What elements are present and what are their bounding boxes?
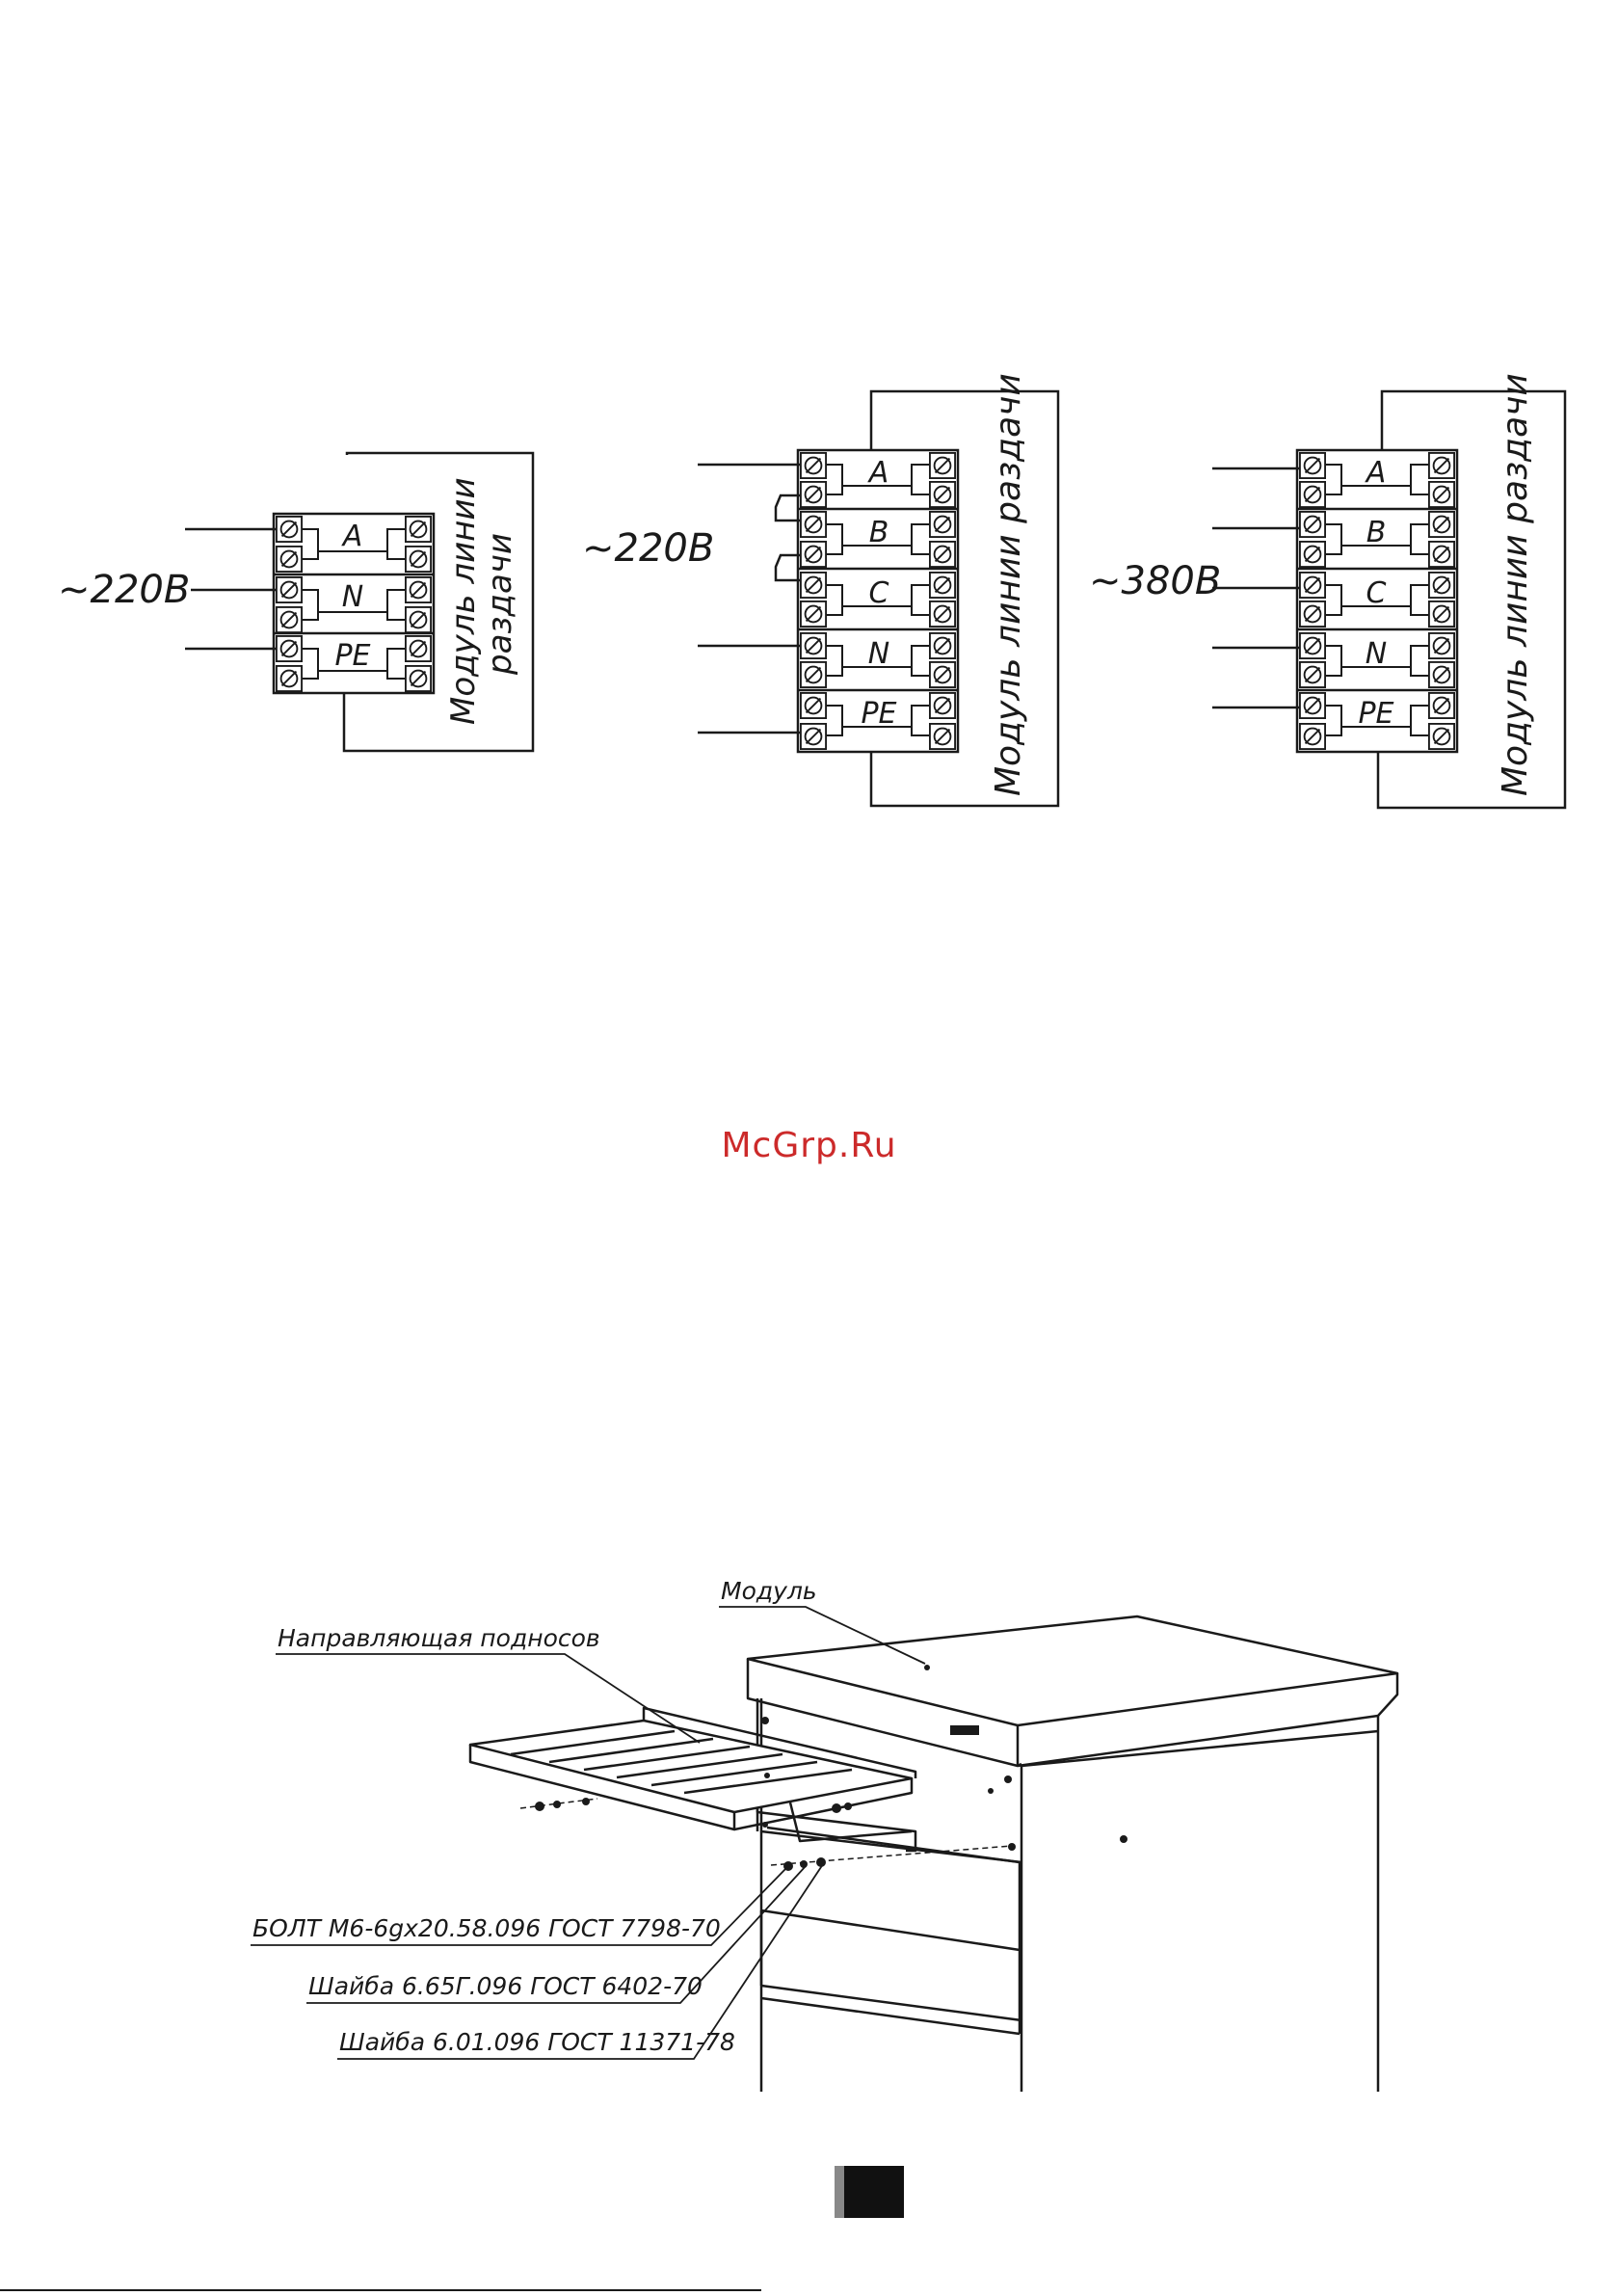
terminal-label: N xyxy=(1366,637,1387,671)
assembly-labels: Модуль Направляющая подносов БОЛТ М6-6gx… xyxy=(252,1577,817,2056)
label-module: Модуль xyxy=(721,1577,817,1605)
watermark-text: McGrp.Ru xyxy=(0,1126,1618,1165)
terminal-label: A xyxy=(341,520,363,553)
module-label: раздачи xyxy=(481,533,519,676)
washer-icon xyxy=(800,1860,808,1868)
label-washer-1: Шайба 6.65Г.096 ГОСТ 6402-70 xyxy=(308,1972,703,2000)
module-label: Модуль линии раздачи xyxy=(989,373,1028,796)
terminal-label: N xyxy=(342,580,363,614)
jumper xyxy=(776,495,800,521)
bolt-icon xyxy=(535,1802,544,1811)
voltage-label: ~220В xyxy=(582,526,714,571)
terminal-label: N xyxy=(868,637,889,671)
cabinet-lid xyxy=(748,1616,1397,1725)
washer-icon xyxy=(582,1798,590,1805)
terminal-label: B xyxy=(1366,516,1387,549)
label-tray-guide: Направляющая подносов xyxy=(278,1624,600,1652)
voltage-label: ~380В xyxy=(1089,559,1221,603)
terminal-label: C xyxy=(1366,576,1387,610)
assembly-drawing xyxy=(470,1616,1397,2092)
terminal-label: B xyxy=(869,516,889,549)
brand-plate xyxy=(950,1725,979,1735)
terminal-label: C xyxy=(869,576,889,610)
terminal-label: PE xyxy=(861,697,896,731)
label-washer-2: Шайба 6.01.096 ГОСТ 11371-78 xyxy=(339,2028,735,2056)
module-label: Модуль линии xyxy=(444,477,483,725)
terminal-label: A xyxy=(867,456,889,490)
label-bolt: БОЛТ М6-6gx20.58.096 ГОСТ 7798-70 xyxy=(252,1914,721,1942)
voltage-label: ~220В xyxy=(58,568,190,612)
terminal-label: PE xyxy=(334,639,370,673)
jumper xyxy=(776,555,800,580)
washer-icon xyxy=(553,1801,561,1808)
terminal-label: A xyxy=(1365,456,1387,490)
terminal-label: PE xyxy=(1358,697,1393,731)
page-marker xyxy=(835,2166,904,2218)
module-label: Модуль линии раздачи xyxy=(1496,373,1535,796)
